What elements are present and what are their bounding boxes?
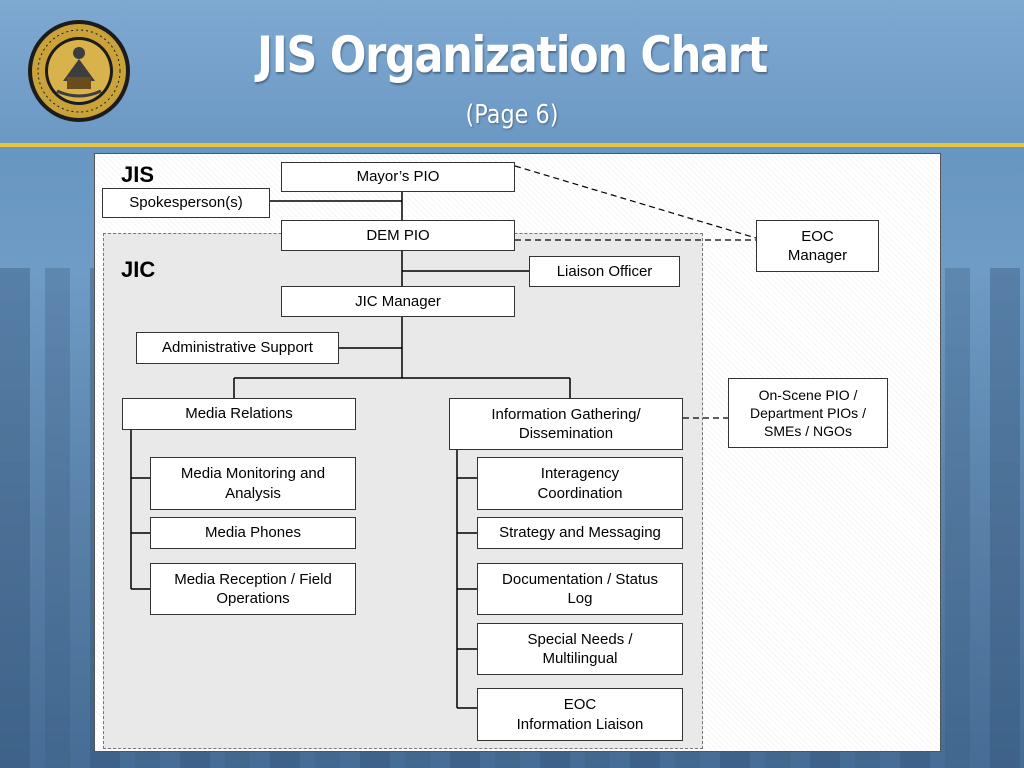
strategy-box: Strategy and Messaging	[477, 517, 683, 549]
media-monitoring-box: Media Monitoring and Analysis	[150, 457, 356, 510]
on-scene-pio-box: On-Scene PIO / Department PIOs / SMEs / …	[728, 378, 888, 448]
documentation-box: Documentation / Status Log	[477, 563, 683, 615]
page-subtitle: (Page 6)	[465, 100, 559, 130]
media-reception-box: Media Reception / Field Operations	[150, 563, 356, 615]
eoc-manager-box: EOC Manager	[756, 220, 879, 272]
liaison-officer-box: Liaison Officer	[529, 256, 680, 287]
mayors-pio-box: Mayor’s PIO	[281, 162, 515, 192]
spokesperson-box: Spokesperson(s)	[102, 188, 270, 218]
admin-support-box: Administrative Support	[136, 332, 339, 364]
jic-label: JIC	[121, 257, 156, 282]
page-title: JIS Organization Chart	[257, 26, 768, 84]
header-band	[0, 0, 1024, 145]
info-gathering-box: Information Gathering/ Dissemination	[449, 398, 683, 450]
dem-pio-box: DEM PIO	[281, 220, 515, 251]
media-relations-box: Media Relations	[122, 398, 356, 430]
jis-label: JIS	[121, 162, 155, 187]
interagency-box: Interagency Coordination	[477, 457, 683, 510]
special-needs-box: Special Needs / Multilingual	[477, 623, 683, 675]
eoc-liaison-box: EOC Information Liaison	[477, 688, 683, 741]
media-phones-box: Media Phones	[150, 517, 356, 549]
jic-manager-box: JIC Manager	[281, 286, 515, 317]
header-rule	[0, 143, 1024, 147]
city-seal-logo	[28, 20, 130, 122]
